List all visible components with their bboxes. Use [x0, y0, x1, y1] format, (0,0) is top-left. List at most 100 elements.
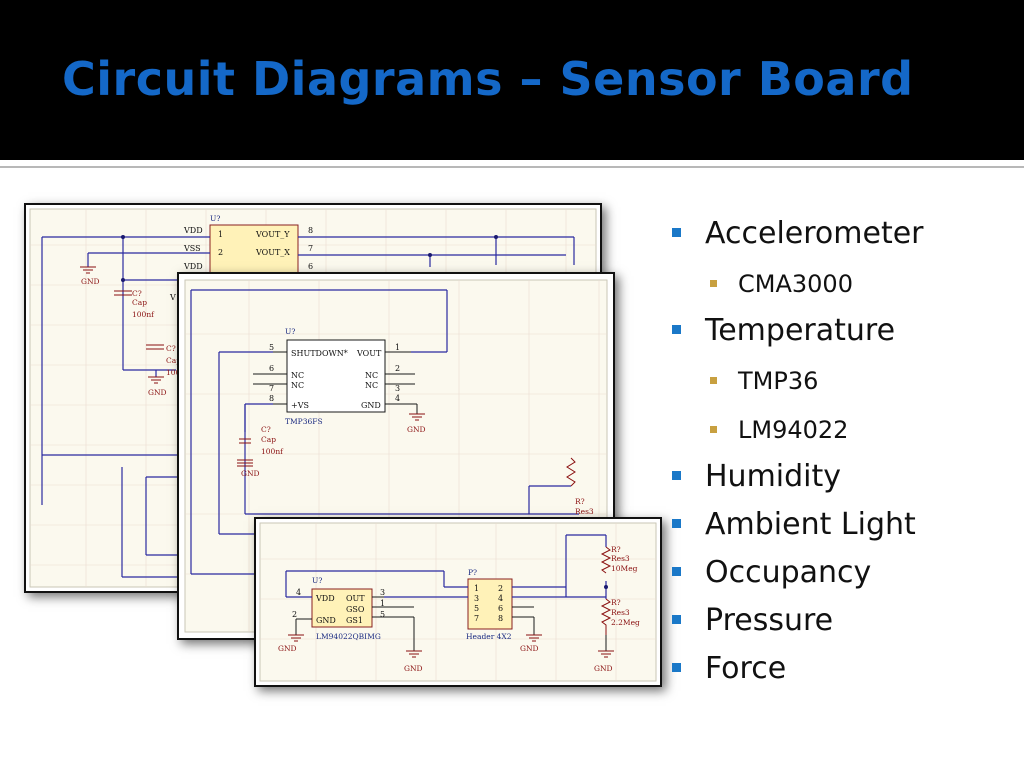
acc-cap-ref: C? — [132, 289, 142, 298]
tmp-cap-ref: C? — [261, 425, 271, 434]
r2-gnd-label: GND — [594, 664, 613, 673]
schematic-lm94022: U? VDD GND OUT GSO GS1 4 2 3 1 5 LM94022… — [254, 517, 662, 687]
list-subitem: LM94022 — [668, 406, 1008, 455]
square-bullet-icon — [672, 471, 681, 480]
r2-value: Res3 — [611, 608, 630, 617]
list-item: Force — [668, 647, 1008, 695]
acc-pin-vdd-2: VDD — [183, 262, 203, 271]
acc-cap2-value: Cap — [166, 356, 181, 365]
list-item-label: Force — [705, 651, 787, 686]
tmp-gnd-label-2: GND — [241, 469, 260, 478]
acc-pinnum-2: 2 — [218, 248, 223, 257]
square-bullet-icon — [672, 615, 681, 624]
list-item: Ambient Light — [668, 503, 1008, 551]
header-pin-8: 8 — [498, 614, 503, 623]
acc-gnd-label-2: GND — [148, 388, 167, 397]
acc-pin-vss: VSS — [183, 244, 201, 253]
square-bullet-icon — [710, 377, 717, 384]
tmp-pin-nc-4: NC — [365, 381, 378, 390]
acc-cap-size: 100nf — [132, 310, 155, 319]
acc-pinnum-6: 6 — [308, 262, 313, 271]
square-bullet-icon — [672, 519, 681, 528]
lm-part: LM94022QBIMG — [316, 632, 381, 641]
square-bullet-icon — [672, 663, 681, 672]
tmp-pinnum-8: 8 — [269, 394, 274, 403]
header-pin-2: 2 — [498, 584, 503, 593]
tmp-res-value: Res3 — [575, 507, 594, 516]
tmp-pinnum-2: 2 — [395, 364, 400, 373]
list-item: Humidity — [668, 455, 1008, 503]
acc-pinnum-1: 1 — [218, 230, 223, 239]
lm-pinnum-4: 4 — [296, 588, 301, 597]
tmp-pinnum-5: 5 — [269, 343, 274, 352]
lm-pin-gso: GSO — [346, 605, 365, 614]
tmp-res-ref: R? — [575, 497, 585, 506]
r1-value: Res3 — [611, 554, 630, 563]
title-divider-rule — [0, 166, 1024, 168]
list-item-label: Temperature — [705, 313, 896, 348]
lm-gnd-label-2: GND — [404, 664, 423, 673]
title-divider — [0, 160, 1024, 164]
list-item-label: Ambient Light — [705, 507, 916, 542]
list-item: Occupancy — [668, 551, 1008, 599]
r1-ref: R? — [611, 545, 621, 554]
header-pin-6: 6 — [498, 604, 503, 613]
list-item: Accelerometer — [668, 212, 1008, 260]
acc-pin-vout-x: VOUT_X — [255, 248, 290, 257]
r2-size: 2.2Meg — [611, 618, 640, 627]
header-gnd-label: GND — [520, 644, 539, 653]
tmp-pin-vout: VOUT — [356, 349, 382, 358]
header-part: Header 4X2 — [466, 632, 512, 641]
lm-ref: U? — [312, 576, 322, 585]
sensor-list: Accelerometer CMA3000 Temperature TMP36 … — [668, 212, 1008, 695]
lm-pin-gs1: GS1 — [346, 616, 363, 625]
r1-size: 10Meg — [611, 564, 638, 573]
title-bar: Circuit Diagrams – Sensor Board — [0, 0, 1024, 160]
header-pin-5: 5 — [474, 604, 479, 613]
acc-pinnum-8: 8 — [308, 226, 313, 235]
acc-pin-vout-y: VOUT_Y — [255, 230, 290, 239]
list-subitem-label: TMP36 — [738, 367, 819, 395]
tmp-pin-nc-2: NC — [291, 381, 304, 390]
acc-cap2-size: 100 — [166, 368, 181, 377]
list-item-label: Pressure — [705, 603, 834, 638]
header-pin-1: 1 — [474, 584, 479, 593]
tmp-cap-size: 100nf — [261, 447, 284, 456]
lm-pin-out: OUT — [346, 594, 365, 603]
list-subitem: CMA3000 — [668, 260, 1008, 309]
lm-pin-gnd: GND — [316, 616, 336, 625]
header-pin-3: 3 — [474, 594, 479, 603]
tmp-part: TMP36FS — [285, 417, 323, 426]
tmp-ref: U? — [285, 327, 295, 336]
tmp-cap-value: Cap — [261, 435, 276, 444]
acc-cap2-ref: C? — [166, 344, 176, 353]
acc-gnd-label: GND — [81, 277, 100, 286]
square-bullet-icon — [710, 426, 717, 433]
lm-pinnum-5: 5 — [380, 610, 385, 619]
list-subitem: TMP36 — [668, 357, 1008, 406]
tmp-pinnum-4: 4 — [395, 394, 400, 403]
lm-gnd-label: GND — [278, 644, 297, 653]
square-bullet-icon — [672, 228, 681, 237]
list-item-label: Humidity — [705, 459, 842, 494]
header-ref: P? — [468, 568, 477, 577]
lm-pinnum-2: 2 — [292, 610, 297, 619]
header-pin-4: 4 — [498, 594, 503, 603]
acc-cap-value: Cap — [132, 298, 147, 307]
square-bullet-icon — [710, 280, 717, 287]
list-item: Pressure — [668, 599, 1008, 647]
square-bullet-icon — [672, 567, 681, 576]
tmp-pinnum-1: 1 — [395, 343, 400, 352]
tmp-gnd-label: GND — [407, 425, 426, 434]
tmp-pin-nc-3: NC — [365, 371, 378, 380]
list-item-label: Occupancy — [705, 555, 872, 590]
list-item-label: Accelerometer — [705, 216, 924, 251]
tmp-pin-shutdown: SHUTDOWN* — [291, 349, 348, 358]
schematic-lm94022-drawing: U? VDD GND OUT GSO GS1 4 2 3 1 5 LM94022… — [259, 522, 657, 682]
tmp-pin-vs: +VS — [291, 401, 309, 410]
list-item: Temperature — [668, 309, 1008, 357]
acc-pin-vdd: VDD — [183, 226, 203, 235]
tmp-pin-nc-1: NC — [291, 371, 304, 380]
header-pin-7: 7 — [474, 614, 479, 623]
tmp-pin-gnd: GND — [361, 401, 381, 410]
